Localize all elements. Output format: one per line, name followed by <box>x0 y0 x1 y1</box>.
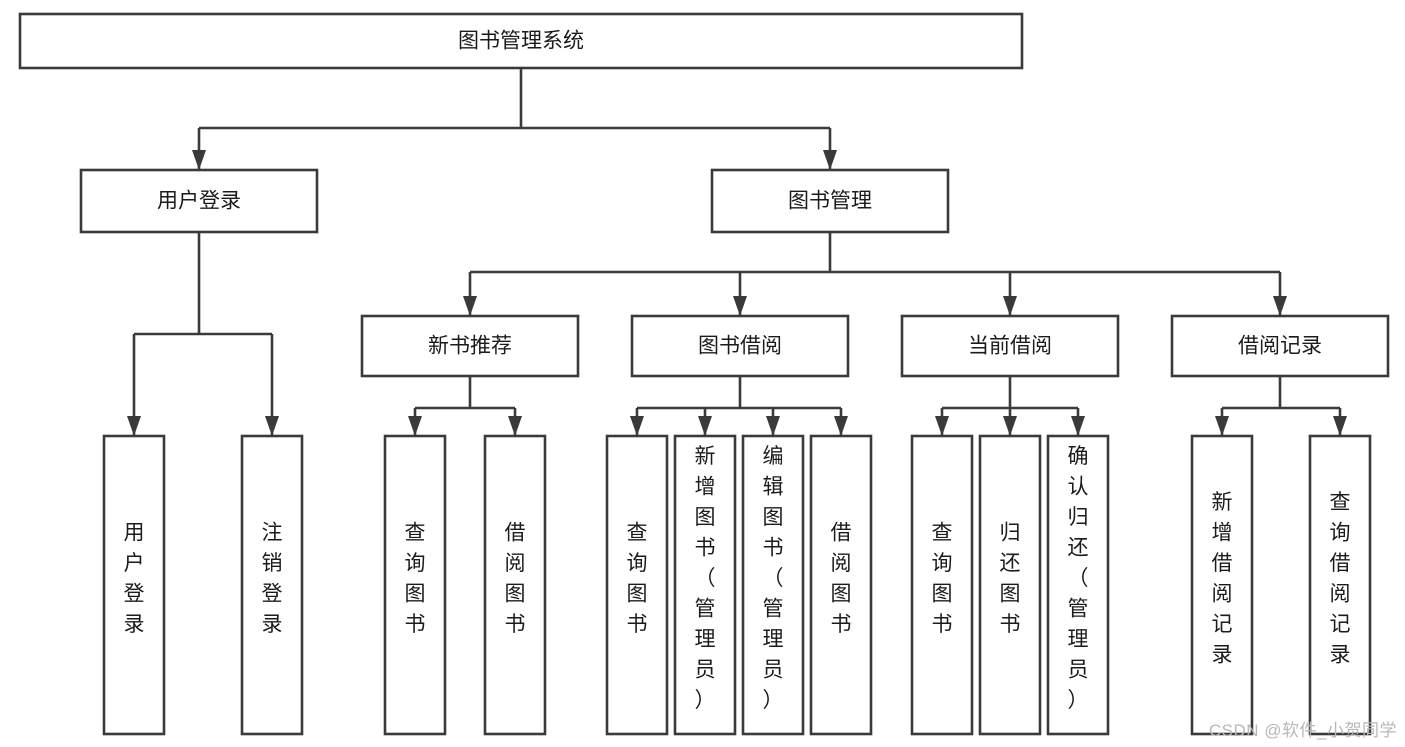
arrow-icon-leaf-recommend-query-book <box>408 416 422 436</box>
node-leaf-user-login[interactable]: 用户登录 <box>102 434 166 736</box>
node-label-root: 图书管理系统 <box>458 30 584 53</box>
node-label-leaf-user-login: 用户登录 <box>124 521 145 636</box>
node-leaf-current-return-book[interactable]: 归还图书 <box>978 434 1042 736</box>
node-leaf-record-add[interactable]: 新增借阅记录 <box>1190 434 1254 736</box>
node-boxes: 图书管理系统用户登录图书管理新书推荐图书借阅当前借阅借阅记录用户登录注销登录查询… <box>18 12 1390 736</box>
arrow-icon-leaf-user-logout <box>265 416 279 436</box>
node-user-login[interactable]: 用户登录 <box>79 168 319 234</box>
arrow-icon-leaf-borrow-borrow-book <box>834 416 848 436</box>
arrow-icon-leaf-current-confirm-return <box>1071 416 1085 436</box>
node-box-user-login <box>79 168 319 234</box>
node-box-book-borrow <box>630 314 850 378</box>
node-box-leaf-borrow-borrow-book <box>809 434 873 736</box>
node-label-leaf-recommend-query-book: 查询图书 <box>405 521 426 636</box>
node-leaf-borrow-borrow-book[interactable]: 借阅图书 <box>809 434 873 736</box>
node-box-leaf-record-add <box>1190 434 1254 736</box>
arrow-icon-leaf-borrow-query-book <box>630 416 644 436</box>
node-label-book-borrow: 图书借阅 <box>698 335 782 358</box>
node-label-leaf-borrow-borrow-book: 借阅图书 <box>831 521 852 636</box>
node-label-user-login: 用户登录 <box>157 190 241 213</box>
arrow-icon-borrow-record <box>1273 296 1287 316</box>
node-leaf-recommend-borrow-book[interactable]: 借阅图书 <box>483 434 547 736</box>
arrow-icon-new-book-recommend <box>463 296 477 316</box>
node-box-leaf-user-logout <box>240 434 304 736</box>
node-box-leaf-current-return-book <box>978 434 1042 736</box>
node-label-leaf-borrow-edit-book: 编辑图书（管理员） <box>763 445 784 712</box>
arrow-icon-leaf-user-login <box>127 416 141 436</box>
node-box-leaf-borrow-edit-book <box>741 434 805 736</box>
node-label-leaf-current-query-book: 查询图书 <box>932 521 953 636</box>
node-box-leaf-borrow-query-book <box>605 434 669 736</box>
node-box-leaf-record-query <box>1308 434 1372 736</box>
arrow-icon-leaf-borrow-edit-book <box>766 416 780 436</box>
connector-lines <box>127 68 1347 436</box>
arrow-icon-book-borrow <box>733 296 747 316</box>
arrow-icon-leaf-current-query-book <box>935 416 949 436</box>
node-label-leaf-borrow-add-book: 新增图书（管理员） <box>695 445 716 712</box>
node-label-leaf-recommend-borrow-book: 借阅图书 <box>505 521 526 636</box>
node-box-current-borrow <box>900 314 1120 378</box>
node-label-leaf-current-return-book: 归还图书 <box>1000 521 1021 636</box>
node-box-new-book-recommend <box>360 314 580 378</box>
node-box-leaf-recommend-query-book <box>383 434 447 736</box>
node-box-leaf-borrow-add-book <box>673 434 737 736</box>
node-box-leaf-current-confirm-return <box>1046 434 1110 736</box>
node-leaf-borrow-add-book[interactable]: 新增图书（管理员） <box>673 434 737 736</box>
csdn-watermark: CSDN @软件_小贺同学 <box>1208 721 1397 740</box>
node-label-leaf-record-query: 查询借阅记录 <box>1330 491 1351 667</box>
node-box-borrow-record <box>1170 314 1390 378</box>
node-label-leaf-borrow-query-book: 查询图书 <box>627 521 648 636</box>
node-box-root <box>18 12 1024 70</box>
node-leaf-record-query[interactable]: 查询借阅记录 <box>1308 434 1372 736</box>
node-box-leaf-recommend-borrow-book <box>483 434 547 736</box>
arrow-icon-current-borrow <box>1003 296 1017 316</box>
node-label-leaf-current-confirm-return: 确认归还（管理员） <box>1068 445 1089 712</box>
node-label-leaf-user-logout: 注销登录 <box>262 521 283 636</box>
node-leaf-recommend-query-book[interactable]: 查询图书 <box>383 434 447 736</box>
arrow-icon-book-manage <box>823 150 837 170</box>
node-leaf-borrow-query-book[interactable]: 查询图书 <box>605 434 669 736</box>
arrow-icon-user-login <box>192 150 206 170</box>
node-label-borrow-record: 借阅记录 <box>1238 335 1322 358</box>
node-box-book-manage <box>710 168 950 234</box>
node-book-manage[interactable]: 图书管理 <box>710 168 950 234</box>
node-leaf-current-query-book[interactable]: 查询图书 <box>910 434 974 736</box>
node-new-book-recommend[interactable]: 新书推荐 <box>360 314 580 378</box>
node-leaf-current-confirm-return[interactable]: 确认归还（管理员） <box>1046 434 1110 736</box>
node-root[interactable]: 图书管理系统 <box>18 12 1024 70</box>
node-label-new-book-recommend: 新书推荐 <box>428 335 512 358</box>
node-label-leaf-record-add: 新增借阅记录 <box>1212 491 1233 667</box>
node-current-borrow[interactable]: 当前借阅 <box>900 314 1120 378</box>
arrow-icon-leaf-recommend-borrow-book <box>508 416 522 436</box>
node-book-borrow[interactable]: 图书借阅 <box>630 314 850 378</box>
node-leaf-user-logout[interactable]: 注销登录 <box>240 434 304 736</box>
node-leaf-borrow-edit-book[interactable]: 编辑图书（管理员） <box>741 434 805 736</box>
arrow-icon-leaf-record-add <box>1215 416 1229 436</box>
arrow-icon-leaf-current-return-book <box>1003 416 1017 436</box>
node-label-current-borrow: 当前借阅 <box>968 335 1052 358</box>
arrow-icon-leaf-record-query <box>1333 416 1347 436</box>
arrow-icon-leaf-borrow-add-book <box>698 416 712 436</box>
node-box-leaf-user-login <box>102 434 166 736</box>
node-borrow-record[interactable]: 借阅记录 <box>1170 314 1390 378</box>
node-label-book-manage: 图书管理 <box>788 190 872 213</box>
node-box-leaf-current-query-book <box>910 434 974 736</box>
